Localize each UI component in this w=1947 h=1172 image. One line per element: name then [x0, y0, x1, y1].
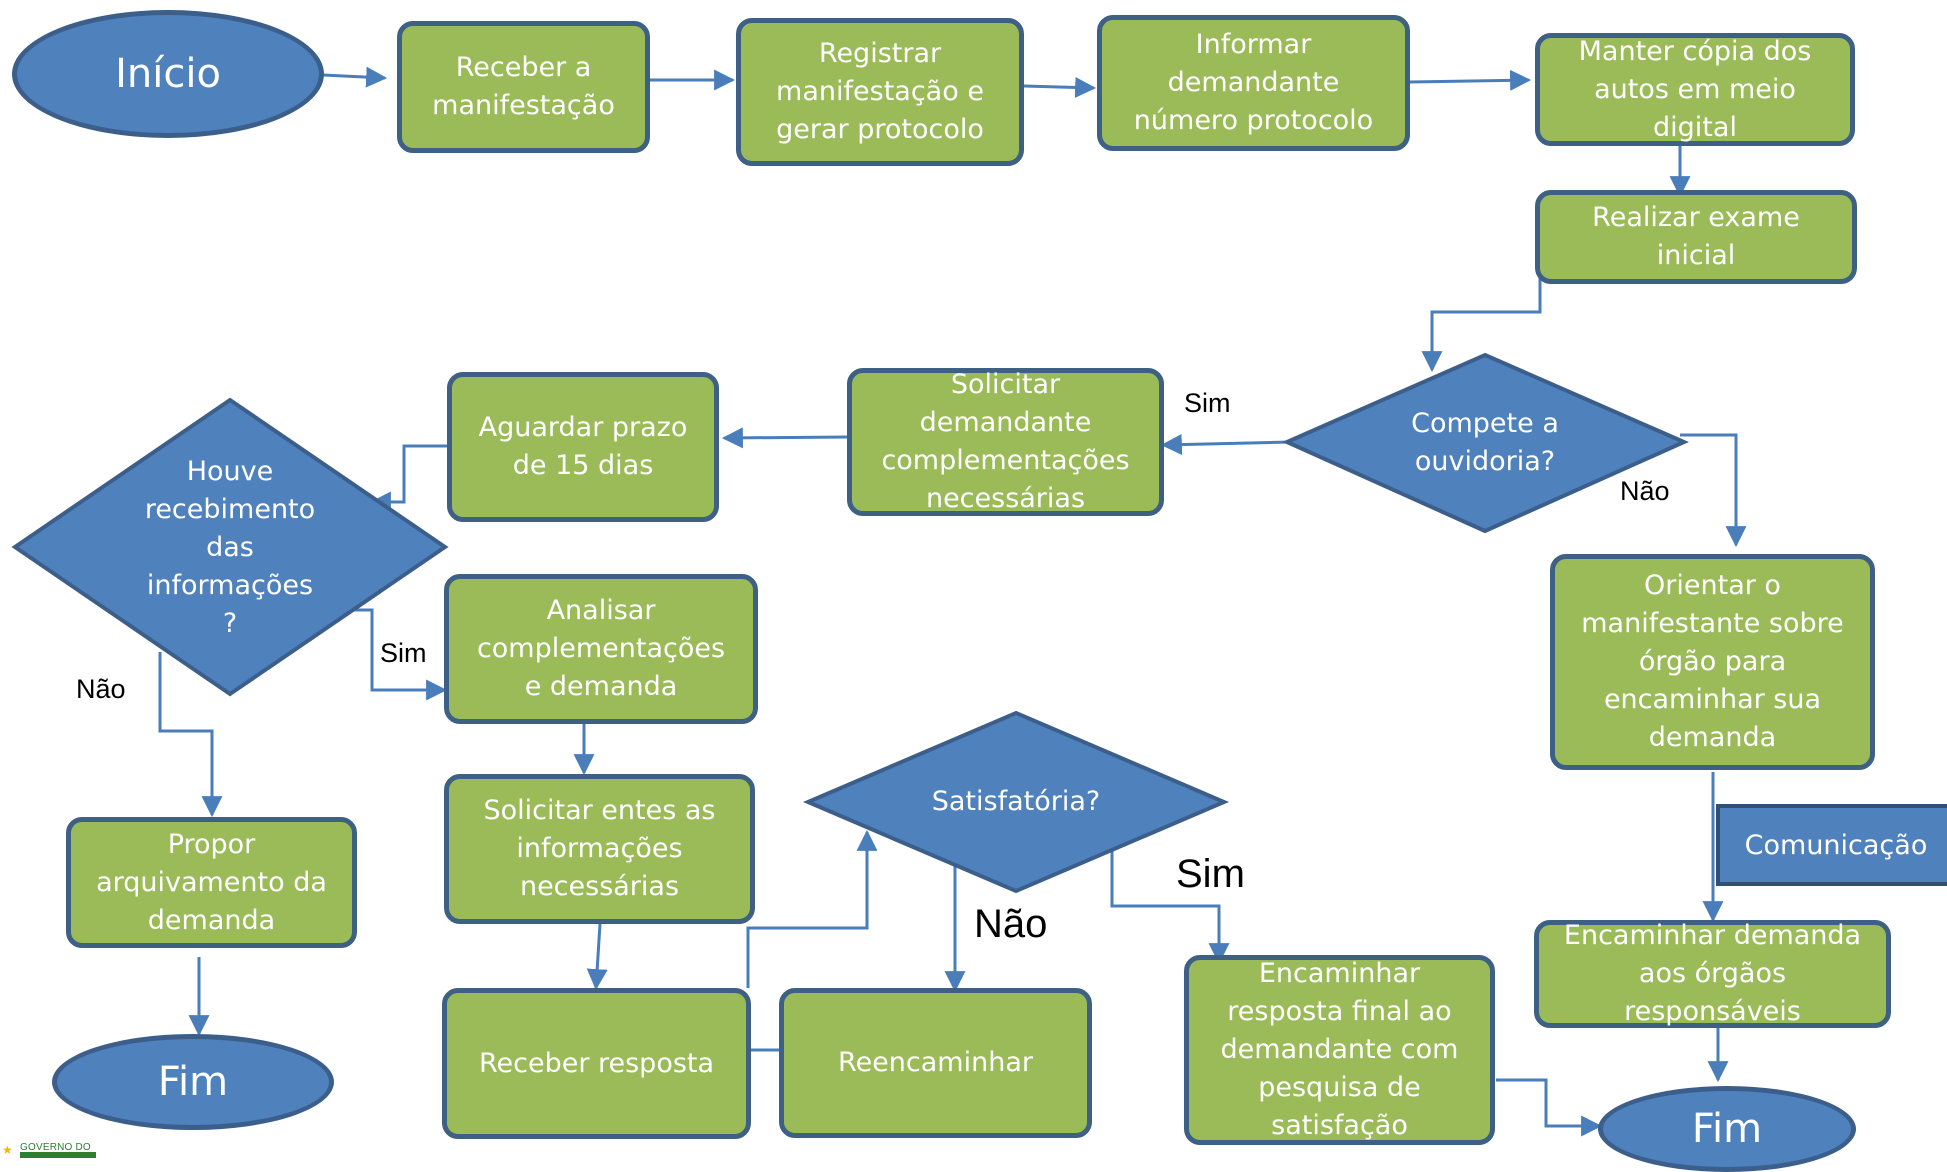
- step-receber-resposta: Receber resposta: [442, 988, 751, 1139]
- step-propor-arquivamento: Propor arquivamento da demanda: [66, 817, 357, 948]
- step-informar-demandante: Informar demandante número protocolo: [1097, 15, 1410, 151]
- step-orientar-manifestante: Orientar o manifestante sobre órgão para…: [1550, 554, 1875, 770]
- step-solicitar-entes: Solicitar entes as informações necessári…: [444, 774, 755, 924]
- end-label-left: Fim: [157, 1059, 229, 1105]
- connector-informar-manter: [1409, 69, 1532, 91]
- decision-houve-shape: [11, 397, 449, 697]
- label-nao-compete: Não: [1620, 476, 1670, 506]
- step-solicitar-demandante: Solicitar demandante complementações nec…: [847, 368, 1164, 516]
- label-sim-compete: Sim: [1184, 388, 1231, 418]
- logo-bar: [20, 1152, 96, 1158]
- end-terminal-left: Fim: [52, 1034, 334, 1130]
- logo-text: GOVERNO DO: [20, 1142, 91, 1153]
- connector-registrar-informar: [1023, 76, 1097, 98]
- step-reencaminhar: Reencaminhar: [779, 988, 1092, 1138]
- connector-receber-satisfatoria: [746, 829, 878, 988]
- step-registrar-protocolo: Registrar manifestação e gerar protocolo: [736, 18, 1024, 166]
- end-label-right: Fim: [1691, 1106, 1763, 1152]
- step-manter-copia: Manter cópia dos autos em meio digital: [1535, 33, 1855, 146]
- comunicacao-label: Comunicação: [1744, 829, 1928, 861]
- comunicacao-box: Comunicação: [1716, 804, 1947, 886]
- connector-compete-solicitar: [1160, 434, 1291, 456]
- connector-solicitar-aguardar: [721, 427, 849, 449]
- star-icon: ★: [2, 1143, 13, 1157]
- connector-exame-compete: [1421, 258, 1542, 373]
- step-encaminhar-resposta-final: Encaminhar resposta final ao demandante …: [1184, 955, 1495, 1145]
- decision-satisfatoria-shape: [802, 710, 1230, 894]
- connector-inicio-receber: [322, 66, 388, 88]
- connector-satisfatoria-encaminhar: [1110, 848, 1230, 965]
- connector-encaminhar-fim: [1496, 1078, 1603, 1137]
- start-terminal: Início: [12, 10, 324, 138]
- label-sim-houve: Sim: [380, 638, 427, 668]
- connector-houve-propor: [158, 652, 223, 818]
- decision-compete-shape: [1282, 352, 1689, 534]
- end-terminal-right: Fim: [1598, 1086, 1856, 1172]
- decision-satisfatoria-text: Satisfatória?: [931, 786, 1101, 817]
- start-label: Início: [115, 51, 221, 97]
- label-nao-satisfatoria: Não: [974, 902, 1048, 946]
- decision-compete-text: Compete a ouvidoria?: [1411, 408, 1559, 477]
- connector-compete-orientar: [1680, 433, 1747, 548]
- step-realizar-exame: Realizar exame inicial: [1535, 190, 1857, 284]
- government-logo: ★ GOVERNO DO: [2, 1140, 122, 1158]
- step-aguardar-prazo: Aguardar prazo de 15 dias: [447, 372, 719, 522]
- step-analisar-complementacoes: Analisar complementações e demanda: [444, 574, 758, 724]
- decision-houve-text: Houve recebimento das informações ?: [144, 456, 316, 639]
- label-sim-satisfatoria: Sim: [1176, 852, 1245, 896]
- step-receber-manifestacao: Receber a manifestação: [397, 21, 650, 153]
- label-nao-houve: Não: [76, 674, 126, 704]
- step-encaminhar-orgaos: Encaminhar demanda aos órgãos responsáve…: [1534, 920, 1891, 1028]
- connector-aguardar-houve: [369, 444, 448, 513]
- connector-solicitar-entes-receber: [586, 923, 608, 991]
